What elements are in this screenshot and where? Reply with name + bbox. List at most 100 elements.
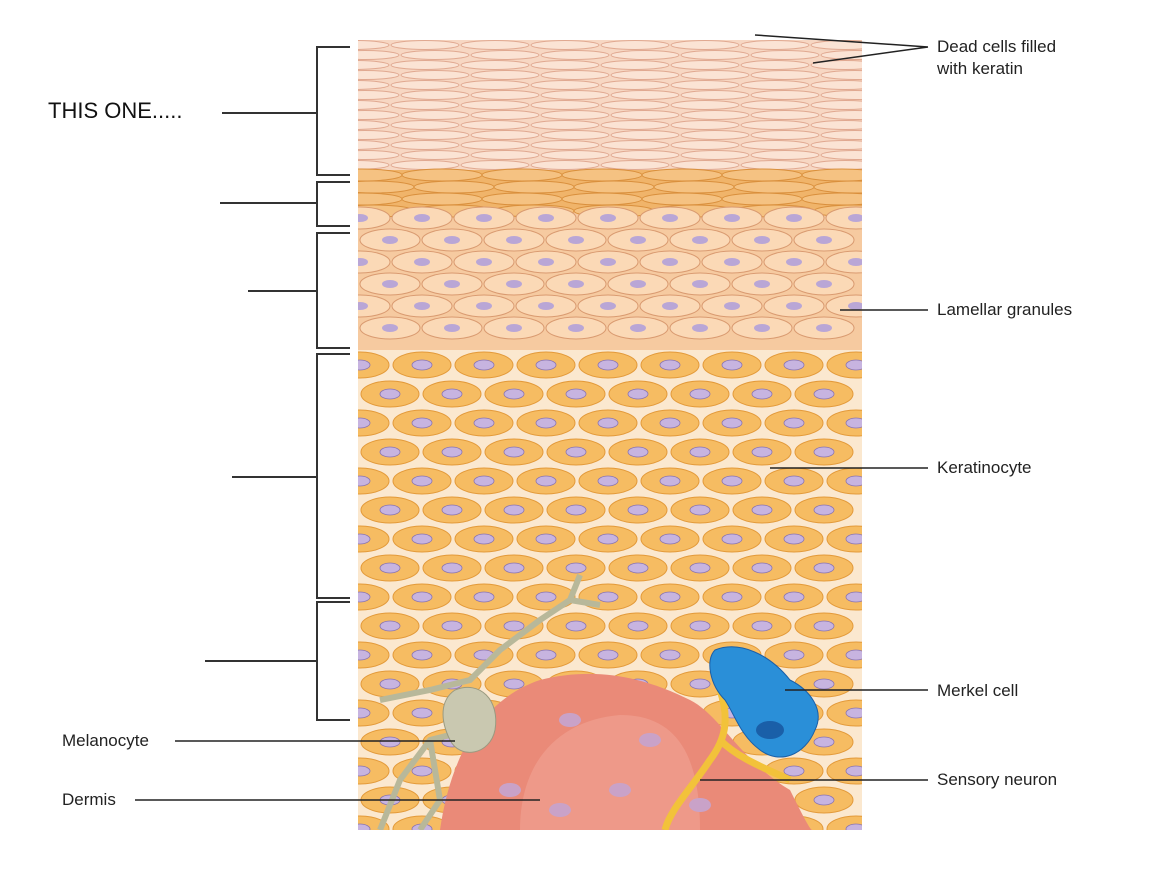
- nucleus: [565, 504, 587, 516]
- dead-cell: [670, 140, 740, 150]
- nucleus: [535, 475, 557, 487]
- lucidum-cell: [561, 168, 643, 182]
- bracket-spinosum: [232, 353, 350, 599]
- nucleus: [358, 359, 371, 371]
- nucleus: [754, 236, 770, 244]
- label-keratinocyte: Keratinocyte: [937, 458, 1032, 477]
- nucleus: [506, 280, 522, 288]
- dead-cell: [680, 110, 750, 120]
- label-merkel-cell: Merkel cell: [937, 681, 1019, 700]
- nucleus: [441, 620, 463, 632]
- nucleus: [565, 446, 587, 458]
- nucleus: [813, 620, 835, 632]
- dead-cell: [460, 40, 530, 50]
- nucleus: [506, 236, 522, 244]
- nucleus: [597, 359, 619, 371]
- nucleus: [476, 302, 492, 310]
- nucleus: [751, 504, 773, 516]
- nucleus: [358, 591, 371, 603]
- dead-cell: [810, 80, 862, 90]
- dead-cell: [390, 140, 460, 150]
- label-dermis: Dermis: [62, 790, 116, 809]
- dead-cell: [610, 90, 680, 100]
- dead-cell: [680, 50, 750, 60]
- dead-cell: [820, 90, 862, 100]
- nucleus: [358, 765, 371, 777]
- dead-cell: [530, 40, 600, 50]
- nucleus: [565, 562, 587, 574]
- dead-cell: [810, 120, 862, 130]
- nucleus: [568, 324, 584, 332]
- annotation-this-one: THIS ONE.....: [48, 98, 183, 123]
- keratinocyte-cell: [358, 525, 390, 553]
- dead-cell: [540, 50, 610, 60]
- nucleus: [503, 562, 525, 574]
- nucleus: [786, 214, 802, 222]
- dead-cell: [750, 90, 820, 100]
- dead-cell: [740, 80, 810, 90]
- nucleus: [441, 504, 463, 516]
- nucleus: [535, 591, 557, 603]
- nucleus: [813, 678, 835, 690]
- keratinocyte-cell: [826, 409, 862, 437]
- dead-cell: [750, 110, 820, 120]
- dead-cell: [358, 90, 400, 100]
- dead-cell: [460, 160, 530, 170]
- dead-cell: [358, 150, 400, 160]
- nucleus: [382, 324, 398, 332]
- nucleus: [848, 258, 862, 266]
- nucleus: [783, 765, 805, 777]
- dead-cell: [610, 70, 680, 80]
- dead-cell: [600, 80, 670, 90]
- nucleus: [659, 649, 681, 661]
- lucidum-cell: [813, 180, 862, 194]
- nucleus: [751, 620, 773, 632]
- dead-cell: [750, 150, 820, 160]
- dead-cell: [530, 80, 600, 90]
- nucleus: [379, 736, 401, 748]
- dead-cell: [400, 130, 470, 140]
- nucleus: [845, 823, 862, 830]
- leader-lines: [135, 34, 929, 801]
- nucleus: [689, 678, 711, 690]
- lucidum-cell: [641, 192, 723, 206]
- lucidum-cell: [801, 192, 862, 206]
- nucleus: [724, 302, 740, 310]
- dead-cell: [600, 160, 670, 170]
- nucleus: [630, 236, 646, 244]
- keratinocyte-cell: [358, 351, 390, 379]
- bracket-lucidum: [220, 181, 350, 227]
- keratinocyte-cell: [826, 699, 862, 727]
- nucleus: [506, 324, 522, 332]
- dead-cell: [600, 140, 670, 150]
- dead-cell: [390, 160, 460, 170]
- dead-cell: [610, 110, 680, 120]
- dermis-nucleus: [549, 803, 571, 817]
- nucleus: [535, 417, 557, 429]
- nucleus: [721, 475, 743, 487]
- nucleus: [503, 678, 525, 690]
- lucidum-cell: [413, 180, 495, 194]
- nucleus: [845, 359, 862, 371]
- nucleus: [358, 417, 371, 429]
- nucleus: [813, 504, 835, 516]
- dead-cell: [530, 140, 600, 150]
- dead-cell: [358, 130, 400, 140]
- bracket-basale: [205, 601, 350, 721]
- nucleus: [627, 620, 649, 632]
- layer-brackets: [205, 46, 350, 721]
- dead-cell: [400, 150, 470, 160]
- dead-cell: [820, 110, 862, 120]
- nucleus: [783, 533, 805, 545]
- merkel-cell: [709, 646, 819, 758]
- nucleus: [813, 446, 835, 458]
- dead-cell: [530, 120, 600, 130]
- nucleus: [411, 765, 433, 777]
- nucleus: [627, 562, 649, 574]
- nucleus: [662, 214, 678, 222]
- label-dead-cells-line1: Dead cells filled: [937, 37, 1057, 56]
- dead-cell: [358, 100, 390, 110]
- nucleus: [538, 214, 554, 222]
- dead-cell: [810, 140, 862, 150]
- keratinocyte-cell: [358, 467, 390, 495]
